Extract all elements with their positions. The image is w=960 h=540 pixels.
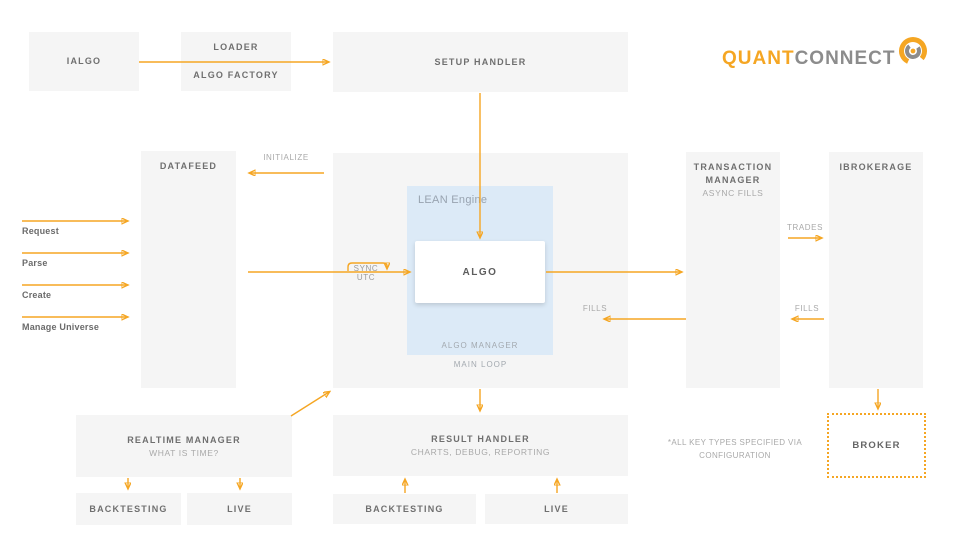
box-ialgo-title: IALGO: [66, 56, 102, 66]
box-transaction-manager: TRANSACTION MANAGER ASYNC FILLS: [686, 152, 780, 388]
box-setup-handler: SETUP HANDLER: [333, 32, 628, 92]
manage-universe-label: Manage Universe: [22, 322, 100, 332]
create-label: Create: [22, 290, 52, 300]
loader-label: LOADER: [213, 42, 259, 52]
configuration-note-line1: *ALL KEY TYPES SPECIFIED VIA: [667, 438, 803, 447]
box-ibrokerage: IBROKERAGE: [829, 152, 923, 388]
arrow-realtime-manager-to-main-loop: [290, 392, 329, 417]
initialize-label: INITIALIZE: [263, 153, 309, 162]
box-ialgo: IALGO: [29, 32, 139, 91]
algo-factory-label: ALGO FACTORY: [193, 70, 279, 80]
box-ibrokerage-title: IBROKERAGE: [839, 162, 913, 172]
box-result-handler: RESULT HANDLER CHARTS, DEBUG, REPORTING: [333, 415, 628, 476]
box-datafeed: DATAFEED: [141, 151, 236, 388]
main-loop-label: MAIN LOOP: [453, 360, 508, 369]
transaction-manager-title-line2: MANAGER: [705, 175, 761, 185]
realtime-manager-title: REALTIME MANAGER: [127, 434, 241, 445]
sync-utc-label: SYNC UTC: [353, 264, 379, 282]
box-datafeed-title: DATAFEED: [159, 161, 218, 171]
fills-mid-label: FILLS: [582, 304, 608, 313]
logo-text-connect: CONNECT: [794, 48, 896, 69]
backtesting-mid-title: BACKTESTING: [365, 503, 444, 514]
box-live-left: LIVE: [187, 493, 292, 525]
box-algo: ALGO: [415, 241, 545, 303]
box-realtime-manager: REALTIME MANAGER WHAT IS TIME?: [76, 415, 292, 477]
algo-label: ALGO: [462, 266, 498, 278]
backtesting-left-title: BACKTESTING: [89, 503, 168, 514]
transaction-manager-title-line1: TRANSACTION: [693, 162, 773, 172]
parse-label: Parse: [22, 258, 48, 268]
broker-title: BROKER: [852, 440, 901, 451]
configuration-note: *ALL KEY TYPES SPECIFIED VIA CONFIGURATI…: [655, 436, 815, 462]
box-backtesting-left: BACKTESTING: [76, 493, 181, 525]
request-label: Request: [22, 226, 59, 236]
logo-text-quant: QUANT: [722, 48, 795, 69]
box-setup-handler-title: SETUP HANDLER: [434, 56, 527, 67]
quantconnect-swirl-icon: [898, 37, 927, 65]
lean-engine-title: LEAN Engine: [418, 194, 488, 206]
configuration-note-line2: CONFIGURATION: [699, 451, 771, 460]
box-backtesting-mid: BACKTESTING: [333, 494, 476, 524]
live-left-title: LIVE: [227, 503, 252, 514]
algo-manager-label: ALGO MANAGER: [441, 341, 519, 350]
live-mid-title: LIVE: [544, 503, 569, 514]
transaction-manager-subtitle: ASYNC FILLS: [702, 188, 764, 198]
result-handler-title: RESULT HANDLER: [431, 434, 530, 444]
trades-label: TRADES: [786, 223, 824, 232]
arrow-sync-utc-loop: [347, 262, 387, 271]
box-broker: BROKER: [827, 413, 926, 478]
box-live-mid: LIVE: [485, 494, 628, 524]
fills-right-label: FILLS: [794, 304, 820, 313]
result-handler-subtitle: CHARTS, DEBUG, REPORTING: [410, 447, 551, 457]
realtime-manager-subtitle: WHAT IS TIME?: [149, 447, 219, 458]
